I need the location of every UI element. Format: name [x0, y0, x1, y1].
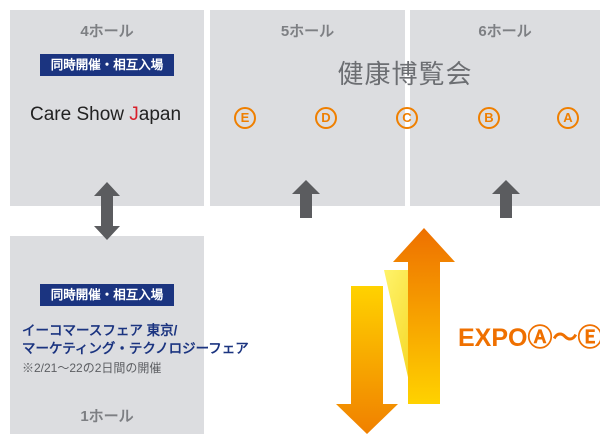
care-show-japan-logo: Care Show Japan	[30, 104, 181, 126]
double-arrow-icon	[94, 182, 120, 240]
up-arrow-hall-6-icon	[492, 180, 520, 218]
hall-5-title: 5ホール	[280, 23, 335, 40]
zone-b-marker: B	[478, 107, 500, 129]
hall-1-title: 1ホール	[80, 408, 134, 425]
expo-title: 健康博覧会	[337, 59, 473, 89]
expo-zones-label: EXPOⒶ～Ⓔ	[458, 324, 600, 352]
zone-a-marker: A	[557, 107, 579, 129]
hall-6-title: 6ホール	[478, 23, 532, 40]
hall-4-badge: 同時開催・相互入場	[40, 54, 174, 76]
hall-4-title: 4ホール	[80, 23, 134, 40]
n-flow-arrow-icon	[336, 228, 455, 434]
hall-1-badge: 同時開催・相互入場	[40, 284, 174, 306]
zone-e-marker: E	[234, 107, 256, 129]
hall-1-block	[10, 236, 204, 434]
hall-4-block	[10, 10, 204, 206]
zone-d-marker: D	[315, 107, 337, 129]
logo-text-j: J	[129, 104, 139, 125]
up-arrow-hall-5-icon	[292, 180, 320, 218]
hall-1-event-line1: イーコマースフェア 東京/	[22, 323, 178, 338]
hall-1-note: ※2/21～22の2日間の開催	[22, 361, 162, 375]
logo-text-pre: Care Show	[30, 104, 130, 125]
hall-1-event-line2: マーケティング・テクノロジーフェア	[22, 341, 249, 356]
zone-c-marker: C	[396, 107, 418, 129]
logo-text-post: apan	[138, 104, 182, 125]
